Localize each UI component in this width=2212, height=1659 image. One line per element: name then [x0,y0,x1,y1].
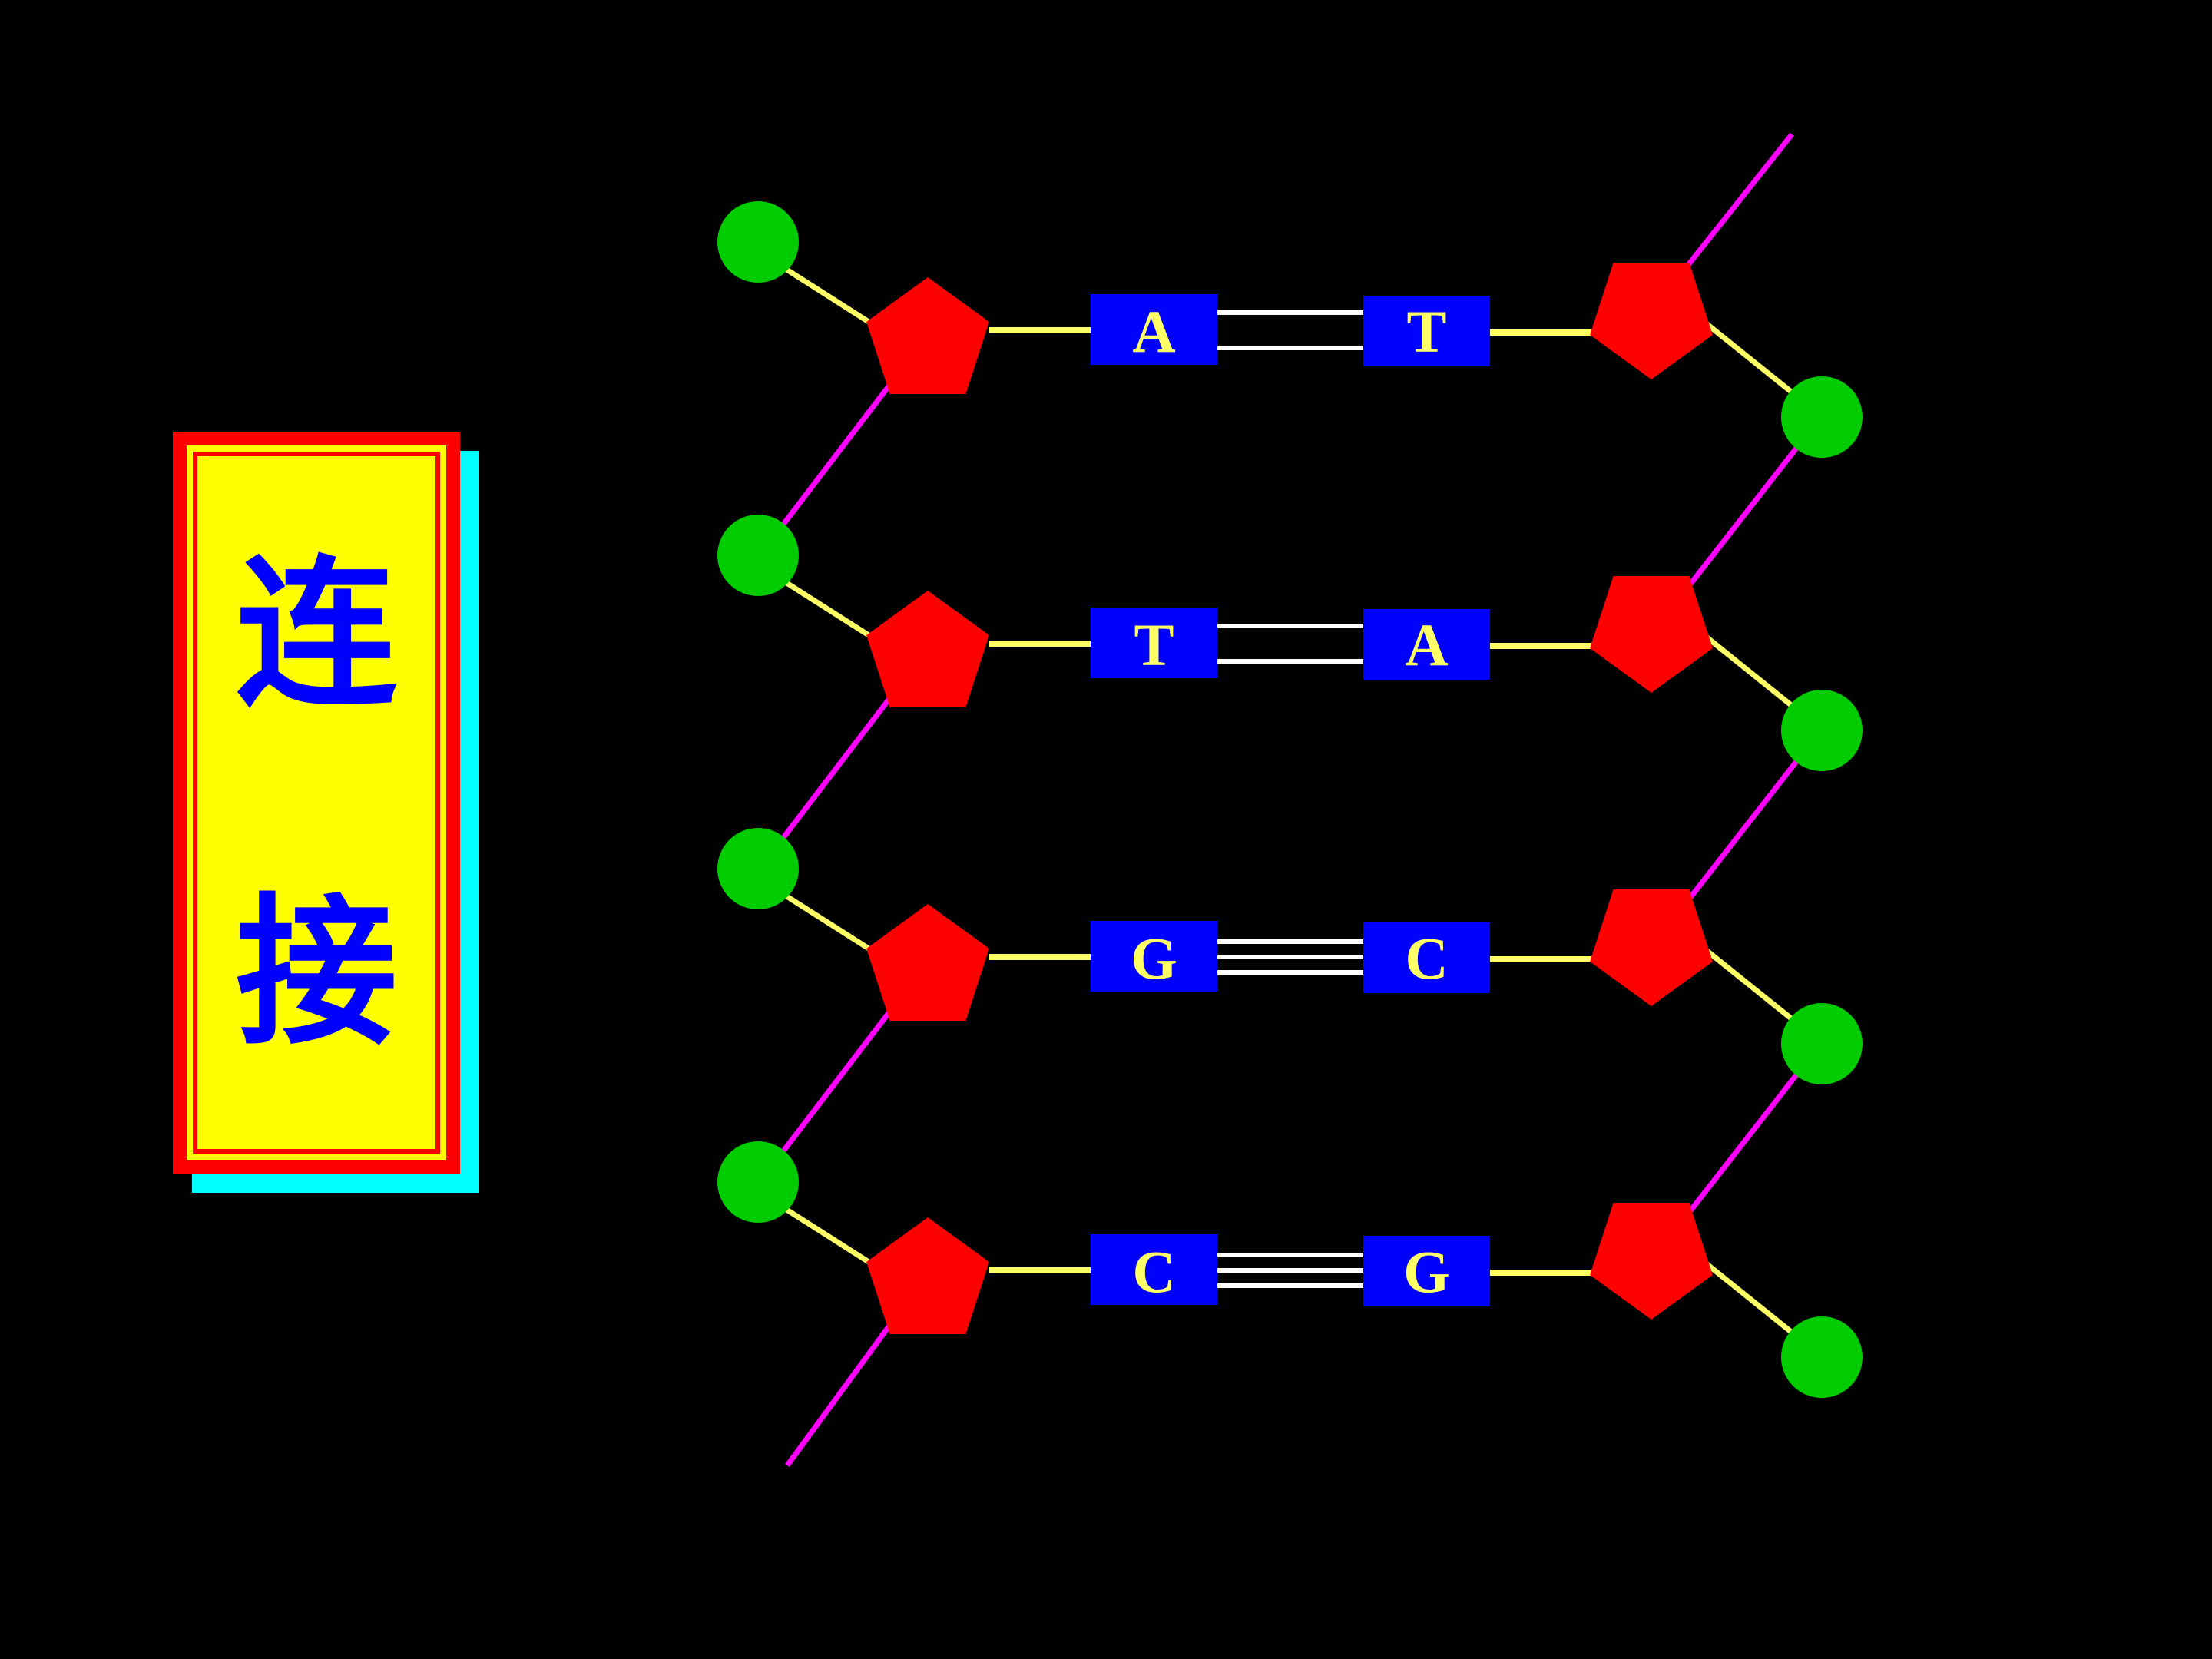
left-phosphate-circle [717,515,799,596]
left-sugar-phosphate-bond [772,1199,887,1275]
right-deoxyribose-pentagon [1590,1203,1713,1320]
left-base-label: G [1131,925,1177,992]
left-backbone-bond [775,378,896,535]
title-char-1: 连 [235,541,397,729]
right-phosphate-circle [1781,1316,1863,1398]
left-backbone-bond [775,691,896,848]
title-card: 连 接 [173,432,479,1193]
left-backbone-tail [785,1318,896,1468]
left-sugar-phosphate-bond [772,572,887,648]
right-sugar-phosphate-bond [1703,320,1801,400]
right-deoxyribose-pentagon [1590,263,1713,379]
left-base-box [1091,608,1217,678]
right-deoxyribose-pentagon [1590,889,1713,1006]
right-base-label: A [1405,611,1448,678]
right-base-box [1363,1236,1490,1306]
bonds-layer [772,132,1805,1468]
right-base-label: G [1403,1238,1450,1305]
right-sugar-phosphate-bond [1703,634,1801,714]
title-char-2: 接 [235,879,397,1067]
right-base-label: T [1406,298,1446,365]
right-backbone-bond [1684,751,1805,906]
left-backbone-bond [775,1005,896,1161]
left-base-box [1091,294,1217,365]
left-deoxyribose-pentagon [866,1217,989,1334]
left-base-box [1091,921,1217,992]
title-card-face [197,456,435,1149]
left-base-box [1091,1234,1217,1305]
right-phosphate-circle [1781,1003,1863,1084]
right-base-box [1363,609,1490,680]
right-base-box [1363,296,1490,366]
nucleotides-layer: A T T A G C C G [717,201,1863,1398]
right-deoxyribose-pentagon [1590,576,1713,693]
right-base-label: C [1405,925,1448,992]
right-sugar-phosphate-bond [1703,1260,1801,1340]
left-phosphate-circle [717,201,799,283]
right-base-box [1363,922,1490,993]
left-phosphate-circle [717,1141,799,1223]
left-sugar-phosphate-bond [772,259,887,335]
right-backbone-bond [1684,1065,1805,1219]
right-phosphate-circle [1781,690,1863,771]
left-sugar-phosphate-bond [772,886,887,962]
left-deoxyribose-pentagon [866,277,989,394]
left-deoxyribose-pentagon [866,591,989,707]
right-phosphate-circle [1781,376,1863,458]
left-phosphate-circle [717,828,799,909]
left-base-label: T [1134,611,1174,678]
left-base-label: C [1132,1238,1175,1305]
right-backbone-tail [1680,132,1794,275]
right-sugar-phosphate-bond [1703,947,1801,1027]
left-base-label: A [1132,298,1175,365]
left-deoxyribose-pentagon [866,904,989,1021]
right-backbone-bond [1684,438,1805,592]
